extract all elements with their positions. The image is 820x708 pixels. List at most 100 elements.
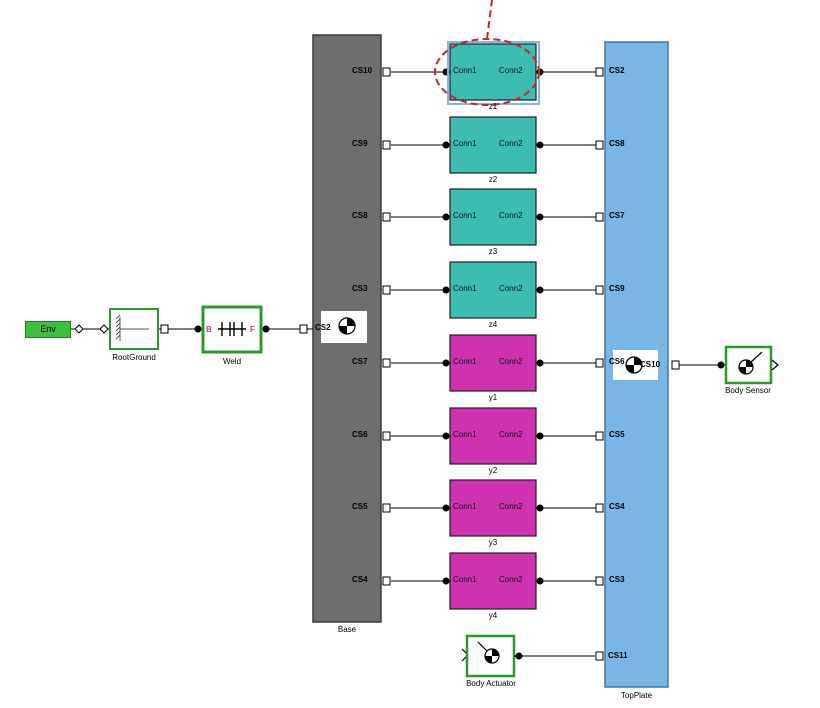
top-port-label: CS5 xyxy=(609,430,625,439)
base-port-label: CS8 xyxy=(352,211,368,220)
conn2-port xyxy=(536,504,544,512)
joint-block-y1[interactable] xyxy=(449,334,537,392)
port-square xyxy=(382,67,391,77)
env-port-diamond xyxy=(74,324,84,334)
joint-conn1-label: Conn1 xyxy=(453,139,477,148)
body-actuator-label: Body Actuator xyxy=(466,679,516,688)
base-port-label: CS6 xyxy=(352,430,368,439)
conn1-port xyxy=(442,286,450,294)
joint-conn2-label: Conn2 xyxy=(499,284,523,293)
joint-blocks xyxy=(382,43,604,610)
port-square xyxy=(595,576,604,586)
base-port-label: CS3 xyxy=(352,284,368,293)
conn2-port xyxy=(536,213,544,221)
conn1-port xyxy=(442,577,450,585)
port-square xyxy=(595,140,604,150)
weld-label: Weld xyxy=(222,357,242,366)
ground-icon xyxy=(115,314,149,341)
port-square xyxy=(160,324,169,334)
joint-block-z1[interactable] xyxy=(449,43,537,101)
conn1-port xyxy=(442,432,450,440)
joint-name-label: z4 xyxy=(488,320,498,329)
port-square xyxy=(595,67,604,77)
joint-conn1-label: Conn1 xyxy=(453,357,477,366)
sensor-icon xyxy=(738,351,763,375)
base-port-label: CS9 xyxy=(352,139,368,148)
joint-name-label: z1 xyxy=(488,102,498,111)
joint-conn2-label: Conn2 xyxy=(499,357,523,366)
top-port-label: CS6 xyxy=(609,357,625,366)
joint-conn2-label: Conn2 xyxy=(499,66,523,75)
port-square xyxy=(382,140,391,150)
port-square xyxy=(382,212,391,222)
conn1-port xyxy=(442,359,450,367)
highlight-pointer xyxy=(486,0,493,40)
port-square xyxy=(595,503,604,513)
top-port-label: CS4 xyxy=(609,502,625,511)
base-port-label: CS4 xyxy=(352,575,368,584)
port-square xyxy=(595,651,604,661)
wire-dot xyxy=(194,325,202,333)
base-port-label: CS10 xyxy=(352,66,373,75)
port-square xyxy=(299,324,308,334)
joint-block-z2[interactable] xyxy=(449,116,537,174)
wire-dot xyxy=(515,652,523,660)
base-port-label: CS7 xyxy=(352,357,368,366)
top-port-cs11: CS11 xyxy=(608,651,628,660)
joint-name-label: y4 xyxy=(488,611,498,620)
top-port-label: CS3 xyxy=(609,575,625,584)
body-sensor-label: Body Sensor xyxy=(725,386,771,395)
sensor-output-arrow xyxy=(771,359,779,371)
base-port-label: CS5 xyxy=(352,502,368,511)
weld-port-f: F xyxy=(250,325,255,334)
top-port-label: CS7 xyxy=(609,211,625,220)
joint-name-label: y2 xyxy=(488,466,498,475)
weld-icon xyxy=(218,322,246,336)
conn2-port xyxy=(536,432,544,440)
root-ground-label: RootGround xyxy=(112,353,156,362)
joint-block-z4[interactable] xyxy=(449,261,537,319)
env-block[interactable]: Env xyxy=(25,321,71,338)
joint-block-z3[interactable] xyxy=(449,188,537,246)
joint-conn1-label: Conn1 xyxy=(453,575,477,584)
conn2-port xyxy=(536,141,544,149)
joint-conn2-label: Conn2 xyxy=(499,575,523,584)
port-square xyxy=(595,431,604,441)
top-port-label: CS9 xyxy=(609,284,625,293)
body-icon xyxy=(338,317,356,335)
conn1-port xyxy=(442,504,450,512)
joint-block-y2[interactable] xyxy=(449,407,537,465)
joint-name-label: z3 xyxy=(488,247,498,256)
joint-conn1-label: Conn1 xyxy=(453,284,477,293)
actuator-icon xyxy=(477,641,500,664)
joint-conn1-label: Conn1 xyxy=(453,66,477,75)
joint-conn2-label: Conn2 xyxy=(499,502,523,511)
top-port-label: CS2 xyxy=(609,66,625,75)
joint-block-y3[interactable] xyxy=(449,479,537,537)
joint-name-label: z2 xyxy=(488,175,498,184)
joint-conn1-label: Conn1 xyxy=(453,430,477,439)
joint-name-label: y3 xyxy=(488,538,498,547)
conn2-port xyxy=(536,286,544,294)
port-square xyxy=(595,358,604,368)
port-square xyxy=(671,360,680,370)
conn1-port xyxy=(442,141,450,149)
port-square xyxy=(382,358,391,368)
body-icon xyxy=(625,356,643,374)
wire-dot xyxy=(262,325,270,333)
port-square xyxy=(595,285,604,295)
top-plate-label: TopPlate xyxy=(620,691,653,700)
port-square xyxy=(382,431,391,441)
port-square xyxy=(382,285,391,295)
joint-conn2-label: Conn2 xyxy=(499,430,523,439)
joint-conn2-label: Conn2 xyxy=(499,139,523,148)
joint-conn1-label: Conn1 xyxy=(453,502,477,511)
wire-dot xyxy=(717,361,725,369)
base-port-cs2: CS2 xyxy=(315,323,331,332)
joint-block-y4[interactable] xyxy=(449,552,537,610)
joint-conn2-label: Conn2 xyxy=(499,211,523,220)
conn2-port xyxy=(536,359,544,367)
rootground-port-diamond xyxy=(99,324,109,334)
joint-conn1-label: Conn1 xyxy=(453,211,477,220)
